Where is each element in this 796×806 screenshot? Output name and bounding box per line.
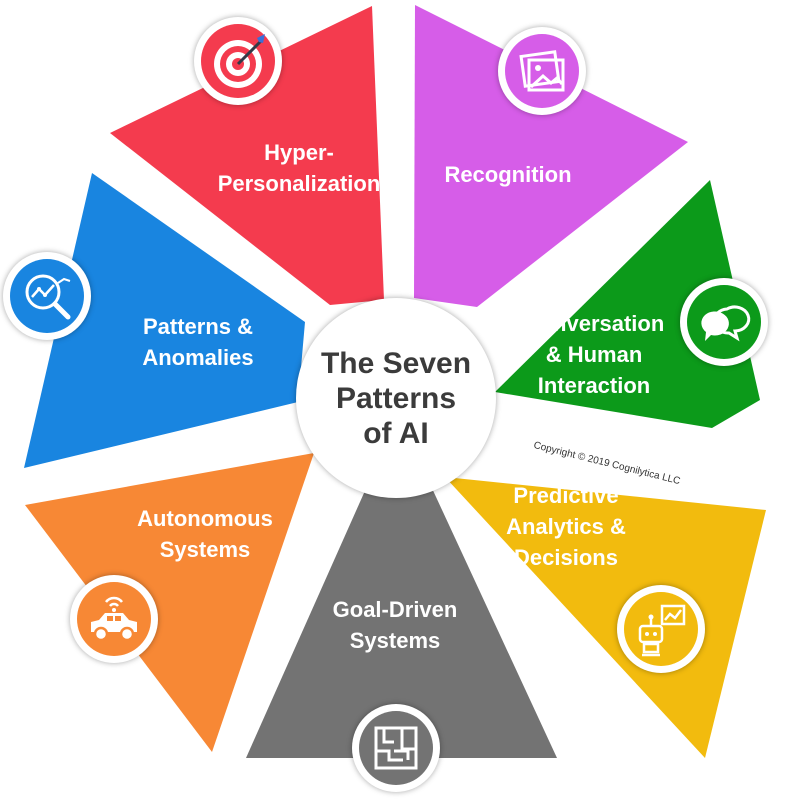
image-gallery-icon (519, 50, 565, 92)
badge-inner (624, 592, 698, 666)
chat-bubbles-icon (701, 305, 751, 342)
center-title-circle: The Seven Patterns of AI (296, 298, 496, 498)
center-title-line: Patterns (335, 381, 457, 415)
badge-inner (359, 711, 433, 785)
center-title-line: The Seven (320, 346, 472, 380)
badge-inner (77, 582, 151, 656)
badge-inner (505, 34, 579, 108)
segment-autonomous-shape (25, 453, 314, 752)
badge-goal-driven (352, 704, 440, 792)
label-recognition: Recognition (444, 162, 572, 187)
badge-patterns-anomalies (3, 252, 91, 340)
segment-patterns-anomalies-shape (24, 173, 305, 468)
badge-inner (201, 24, 275, 98)
badge-inner (687, 285, 761, 359)
badge-hyper-personalization (194, 17, 282, 105)
target-arrow-icon (214, 34, 265, 88)
badge-inner (10, 259, 84, 333)
label-hyper-personalization: Hyper-Personalization (217, 140, 381, 196)
badge-conversation (680, 278, 768, 366)
magnifier-graph-icon (25, 274, 71, 320)
self-driving-car-icon (91, 596, 137, 642)
maze-icon (374, 726, 418, 770)
robot-chart-icon (638, 604, 686, 657)
segment-conversation-shape (495, 180, 760, 428)
badge-autonomous (70, 575, 158, 663)
segment-predictive-shape (445, 477, 766, 758)
segment-goal-driven-shape (246, 484, 557, 758)
label-patterns-anomalies: Patterns &Anomalies (142, 314, 254, 370)
badge-predictive (617, 585, 705, 673)
badge-recognition (498, 27, 586, 115)
segment-hyper-personalization-shape (110, 6, 384, 305)
center-title-line: of AI (363, 416, 429, 450)
segment-recognition-shape (414, 5, 688, 307)
